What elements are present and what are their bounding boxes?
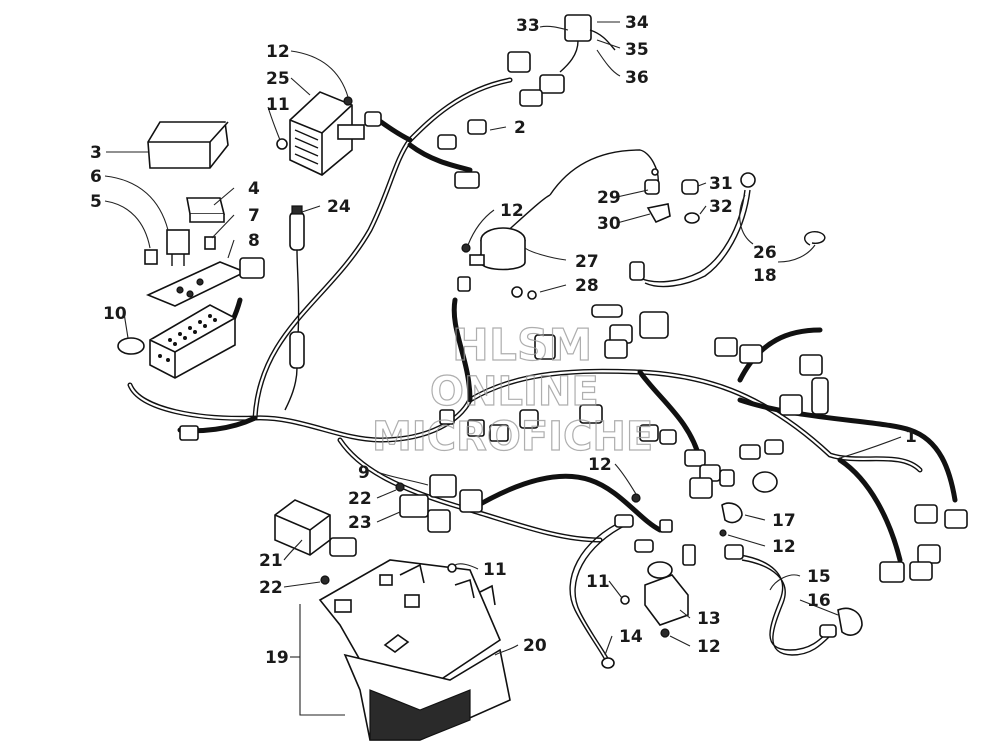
callout-2: 2: [514, 118, 526, 138]
callout-33: 33: [516, 16, 540, 36]
callout-18: 18: [753, 266, 777, 286]
relays-22-23: [395, 474, 483, 533]
callout-22-bottom: 22: [259, 578, 283, 598]
callout-21: 21: [259, 551, 283, 571]
boot-17: [719, 502, 743, 537]
boot-16: [819, 607, 863, 638]
watermark-line-1: HLSM: [452, 320, 592, 371]
battery-cable-26: [629, 172, 756, 288]
diagnostic-plug: [559, 14, 616, 73]
callout-4: 4: [248, 179, 260, 199]
callout-11-mid: 11: [483, 560, 507, 580]
cable-tie-10: [117, 337, 145, 355]
callout-25: 25: [266, 69, 290, 89]
callout-8: 8: [248, 231, 260, 251]
boot-29-30: [644, 179, 671, 224]
callout-16: 16: [807, 591, 831, 611]
watermark: HLSM ONLINE MICROFICHE: [371, 319, 653, 460]
mini-fuse: [204, 236, 216, 250]
callout-17: 17: [772, 511, 796, 531]
fuse-panel: [149, 304, 236, 379]
callout-14: 14: [619, 627, 643, 647]
callout-labels: 3 6 5 4 7 8 10 12 25 11 24 12 33 34 35 3…: [90, 13, 917, 668]
callout-24: 24: [327, 197, 351, 217]
cdi-module-21: [274, 499, 357, 557]
watermark-line-3: MICROFICHE: [372, 414, 653, 460]
callout-15: 15: [807, 567, 831, 587]
callout-23: 23: [348, 513, 372, 533]
callout-29: 29: [597, 188, 621, 208]
leader-lines: [104, 21, 902, 716]
callout-12-right: 12: [772, 537, 796, 557]
callout-34: 34: [625, 13, 649, 33]
callout-1: 1: [905, 427, 917, 447]
callout-36: 36: [625, 68, 649, 88]
bracket-20: [343, 648, 511, 741]
callout-35: 35: [625, 40, 649, 60]
relay-large: [166, 229, 190, 266]
callout-20: 20: [523, 636, 547, 656]
oxygen-sensor: [284, 205, 305, 411]
end-connectors-right: [879, 504, 968, 583]
cable-15: [724, 544, 833, 656]
callout-13: 13: [697, 609, 721, 629]
relay-small: [186, 197, 226, 223]
callout-9: 9: [358, 463, 370, 483]
callout-30: 30: [597, 214, 621, 234]
fuse-block: [145, 261, 247, 307]
cable-14: [569, 514, 696, 669]
screw-11-top: [276, 138, 288, 150]
callout-7: 7: [248, 206, 260, 226]
callout-28: 28: [575, 276, 599, 296]
mounting-plate-19: [318, 559, 501, 681]
fuse: [144, 249, 158, 265]
cable-tie-18: [804, 231, 826, 246]
callout-11-solenoid: 11: [586, 572, 610, 592]
callout-3: 3: [90, 143, 102, 163]
connector-8: [239, 257, 265, 279]
nut-12-relay: [461, 243, 471, 253]
callout-27: 27: [575, 252, 599, 272]
callout-6: 6: [90, 167, 102, 187]
voltage-regulator: [289, 91, 365, 176]
callout-26: 26: [753, 243, 777, 263]
starter-relay-27: [469, 227, 526, 271]
watermark-line-2: ONLINE: [430, 369, 599, 415]
callout-12-relay: 12: [500, 201, 524, 221]
callout-31: 31: [709, 174, 733, 194]
callout-5: 5: [90, 192, 102, 212]
callout-12-mid: 12: [588, 455, 612, 475]
relay-box-cover: [147, 121, 229, 169]
harness-connectors-mid: [179, 304, 829, 499]
callout-22-top: 22: [348, 489, 372, 509]
connectors-top: [364, 51, 565, 189]
callout-12-top: 12: [266, 42, 290, 62]
starter-solenoid-13: [620, 561, 689, 638]
callout-10: 10: [103, 304, 127, 324]
callout-32: 32: [709, 197, 733, 217]
callout-12-solenoid: 12: [697, 637, 721, 657]
callout-19: 19: [265, 648, 289, 668]
callout-11-top: 11: [266, 95, 290, 115]
boot-31-32: [681, 179, 700, 224]
terminal-28: [457, 276, 537, 300]
nut-12-top: [343, 96, 353, 106]
